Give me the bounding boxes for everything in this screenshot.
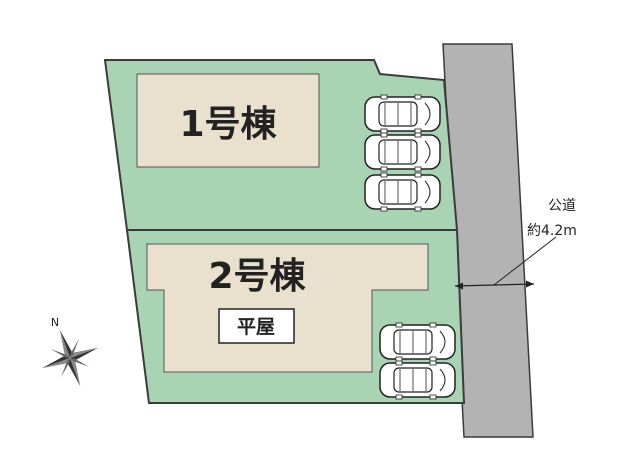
one-story-badge bbox=[218, 308, 295, 344]
car-icon bbox=[379, 322, 456, 362]
building-2 bbox=[146, 243, 429, 373]
dimension-arrow-left bbox=[455, 282, 463, 290]
road-width-label: 約4.2m bbox=[527, 223, 577, 239]
one-story-label: 平屋 bbox=[237, 316, 275, 338]
compass-rose-icon bbox=[41, 329, 99, 387]
car-icon bbox=[364, 132, 441, 172]
building-1-label: 1号棟 bbox=[179, 104, 277, 145]
road-label: 公道 bbox=[548, 198, 576, 214]
car-icon bbox=[364, 172, 441, 212]
road-label-leader bbox=[493, 236, 557, 286]
car-icon bbox=[379, 360, 456, 400]
compass-north-label: N bbox=[51, 316, 59, 329]
building-2-label: 2号棟 bbox=[208, 256, 306, 297]
parking-spaces bbox=[364, 94, 456, 400]
car-icon bbox=[364, 94, 441, 134]
building-1 bbox=[136, 73, 320, 168]
dimension-arrow-right bbox=[526, 280, 534, 288]
